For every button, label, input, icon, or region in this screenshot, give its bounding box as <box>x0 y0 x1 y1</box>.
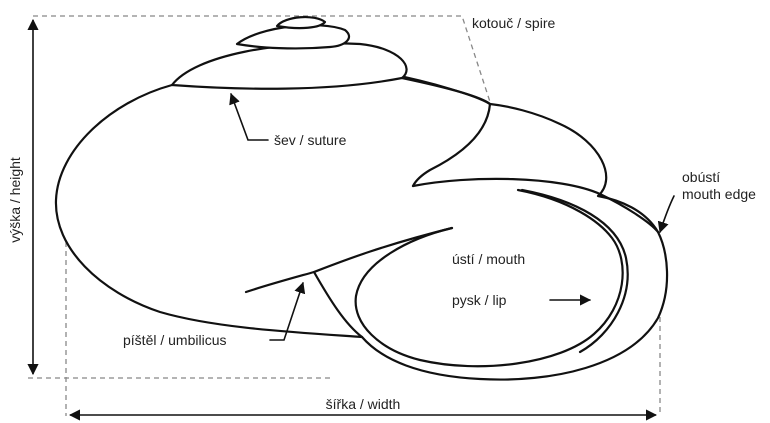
suture-pointer <box>229 92 269 141</box>
labels: kotouč / spire šev / suture obústí mouth… <box>7 15 756 412</box>
umbilicus-pointer <box>269 281 306 341</box>
label-mouth: ústí / mouth <box>452 251 525 267</box>
label-mouth-edge-line1: obústí <box>682 169 720 185</box>
label-mouth-edge-line2: mouth edge <box>682 186 756 202</box>
mouth-interior <box>354 188 624 368</box>
label-height: výška / height <box>7 157 23 243</box>
umbilicus-line <box>312 226 454 274</box>
label-suture: šev / suture <box>274 132 347 148</box>
peristome-top <box>411 177 660 234</box>
label-width: šířka / width <box>326 396 401 412</box>
body-whorl-edge <box>400 76 492 188</box>
spire-whorl-large <box>170 42 408 90</box>
label-lip: pysk / lip <box>452 292 507 308</box>
label-spire: kotouč / spire <box>472 15 555 31</box>
shell <box>54 16 669 381</box>
dimension-arrows <box>27 18 658 421</box>
pointers <box>229 92 675 341</box>
mouth-edge-pointer <box>657 195 675 234</box>
label-umbilicus: píštěl / umbilicus <box>123 332 226 348</box>
lip-line <box>520 188 629 354</box>
spire-apex <box>275 16 327 30</box>
